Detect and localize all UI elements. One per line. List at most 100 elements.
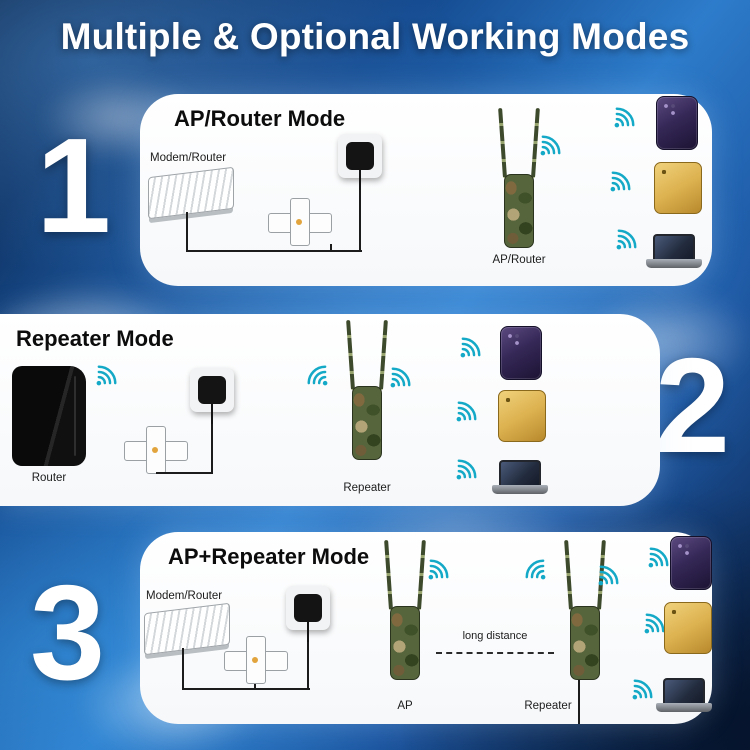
smartphone-icon [656,96,698,150]
wifi-glyph [632,679,653,700]
connection-line [182,648,184,690]
antenna [498,108,507,179]
antenna [346,320,355,391]
step-number-2: 2 [655,330,731,481]
poe-led [152,447,158,453]
wifi-glyph [614,107,635,128]
modem-router-icon [144,602,230,656]
router-tower-icon [12,366,86,466]
outdoor-ap-icon [378,540,432,682]
router-label: Router [31,472,67,484]
smartphone-icon [500,326,542,380]
ap-device-label: AP [397,700,413,712]
connection-line [330,244,332,252]
connection-line [182,688,310,690]
power-cord [211,404,213,424]
tablet-icon [654,162,702,214]
connection-line [254,682,256,690]
wifi-glyph [610,171,631,192]
device-body [504,174,534,248]
wifi-signal-icon [426,556,452,582]
wifi-signal-icon [454,456,480,482]
step-number-1: 1 [36,110,112,261]
wifi-glyph [460,337,481,358]
wifi-glyph [428,559,449,580]
panel-2-heading: Repeater Mode [16,326,174,351]
connection-line [186,212,188,252]
poe-injector-icon [224,636,288,684]
outdoor-ap-icon [340,320,394,462]
modem-router-icon [148,166,234,220]
panel-3-heading: AP+Repeater Mode [168,544,370,569]
power-adapter-icon [338,134,382,190]
wifi-signal-icon [608,168,634,194]
laptop-icon [492,460,548,496]
tablet-icon [498,390,546,442]
wifi-signal-icon [94,362,120,388]
panel-1-heading: AP/Router Mode [174,106,346,131]
antenna [379,320,388,391]
page-title: Multiple & Optional Working Modes [60,16,690,57]
wifi-glyph [616,229,637,250]
modem-router-label: Modem/Router [150,152,227,164]
wifi-glyph [456,459,477,480]
outdoor-ap-icon [558,540,612,682]
wifi-signal-icon [304,362,330,388]
outdoor-ap-icon [492,108,546,250]
device-body [390,606,420,680]
laptop-icon [646,234,702,270]
antenna [417,540,426,611]
wifi-signal-icon [522,556,548,582]
adapter-brick [198,376,226,404]
panel-repeater-mode: Repeater Mode Router Repeater [0,314,660,506]
wifi-glyph [307,365,328,386]
wifi-glyph [540,135,561,156]
panel-ap-router-mode: AP/Router Mode Modem/Router AP/Router [140,94,712,286]
wifi-signal-icon [614,226,640,252]
antenna [564,540,573,611]
device-body [570,606,600,680]
poe-led [296,219,302,225]
connection-line [307,642,309,690]
smartphone-icon [670,536,712,590]
device-body [352,386,382,460]
long-distance-label: long distance [462,630,528,642]
antenna [384,540,393,611]
adapter-brick [346,142,374,170]
wifi-signal-icon [454,398,480,424]
mount-pole-line [578,680,580,724]
wifi-glyph [648,547,669,568]
connection-line [211,424,213,474]
wifi-signal-icon [458,334,484,360]
step-number-3: 3 [30,557,106,708]
wifi-signal-icon [642,610,668,636]
poe-injector-icon [124,426,188,474]
panel-ap-repeater-mode: AP+Repeater Mode Modem/Router AP long di… [140,532,712,724]
wifi-signal-icon [596,562,622,588]
ap-router-device-label: AP/Router [492,254,546,266]
wifi-signal-icon [612,104,638,130]
long-distance-line [436,652,554,654]
power-adapter-icon [190,368,234,424]
laptop-icon [656,678,712,714]
wifi-signal-icon [388,364,414,390]
wifi-glyph [525,559,546,580]
modem-router-label: Modem/Router [146,590,223,602]
wifi-glyph [598,565,619,586]
wifi-glyph [644,613,665,634]
power-cord [359,170,361,190]
power-cord [307,622,309,642]
wifi-signal-icon [646,544,672,570]
connection-line [186,250,362,252]
poe-led [252,657,258,663]
wifi-signal-icon [630,676,656,702]
wifi-signal-icon [538,132,564,158]
repeater-device-label: Repeater [343,482,391,494]
wifi-glyph [456,401,477,422]
tablet-icon [664,602,712,654]
adapter-brick [294,594,322,622]
wifi-glyph [96,365,117,386]
power-adapter-icon [286,586,330,642]
repeater-device-label: Repeater [524,700,572,712]
